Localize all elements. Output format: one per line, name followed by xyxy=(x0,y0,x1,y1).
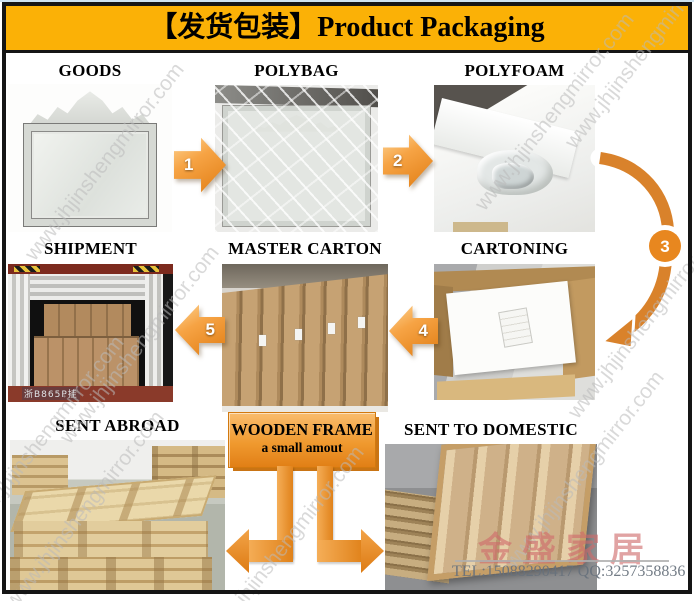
elbow-left-vertical xyxy=(277,466,293,558)
plastic-wrap-overlay xyxy=(215,85,378,232)
sent-domestic-photo xyxy=(385,444,597,590)
license-plate: 浙B865P挂 xyxy=(22,387,80,400)
step4-arrow-icon: 4 xyxy=(389,304,438,358)
elbow-left-horizontal xyxy=(247,540,293,562)
container-left-wall xyxy=(8,274,30,386)
step1-arrow-icon: 1 xyxy=(174,136,226,194)
wooden-frame-box: WOODEN FRAME a small amout xyxy=(228,412,376,468)
page-title: 【发货包装】Product Packaging xyxy=(149,12,545,43)
elbow-right-vertical xyxy=(317,466,333,558)
step2-number: 2 xyxy=(393,151,403,170)
carton-stack-front xyxy=(34,338,139,388)
step5-arrow-icon: 5 xyxy=(175,303,225,357)
master-carton-label: MASTER CARTON xyxy=(228,239,382,258)
contact-watermark: TEL:15088290417 QQ:3257358836 xyxy=(452,563,686,580)
mirror-glass xyxy=(34,133,146,217)
container-right-wall xyxy=(145,274,163,386)
hazard-stripe xyxy=(133,266,159,272)
container-top-frame xyxy=(8,264,173,274)
sent-abroad-photo xyxy=(10,440,225,592)
polybag-label: POLYBAG xyxy=(254,61,339,80)
arrow-shape xyxy=(383,134,433,188)
crate-front-face xyxy=(14,520,208,558)
brand-watermark: 金盛家居 xyxy=(478,530,654,570)
brand-underline xyxy=(455,560,669,562)
foam-wrap xyxy=(491,162,534,190)
crate-lower xyxy=(10,557,213,592)
step1-number: 1 xyxy=(184,155,194,174)
carton-sticker xyxy=(258,335,266,347)
polyfoam-photo xyxy=(434,85,595,232)
step3-number: 3 xyxy=(660,237,669,256)
carton-sticker xyxy=(358,317,366,329)
foam-panel xyxy=(446,280,577,375)
container-ceiling xyxy=(24,274,147,300)
elbow-right-arrowhead-icon xyxy=(361,529,384,573)
arrow-shape xyxy=(174,137,226,193)
goods-label: GOODS xyxy=(58,61,122,80)
step5-number: 5 xyxy=(205,320,215,339)
sent-domestic-label: SENT TO DOMESTIC xyxy=(404,420,578,439)
top-edge-line xyxy=(0,0,694,2)
truck-bed xyxy=(8,386,173,402)
polyfoam-label: POLYFOAM xyxy=(464,61,565,80)
cartoning-label: CARTONING xyxy=(460,239,569,258)
carton-stack-back xyxy=(44,304,131,344)
carton-edge xyxy=(453,221,509,232)
cartoning-photo xyxy=(434,264,595,400)
wooden-frame-subtitle: a small amout xyxy=(261,440,343,455)
shipment-label: SHIPMENT xyxy=(43,239,138,258)
master-carton-photo xyxy=(222,264,388,412)
carton-row xyxy=(222,274,388,407)
step4-number: 4 xyxy=(418,321,428,340)
arrow-shape xyxy=(175,304,225,356)
carton-flap-bottom xyxy=(437,374,576,400)
wooden-frame-title: WOODEN FRAME xyxy=(231,420,373,439)
step3-curve-arrow-icon: 3 xyxy=(590,148,686,350)
packing-sheet xyxy=(498,307,534,348)
mirror-crest xyxy=(27,91,153,127)
sent-abroad-label: SENT ABROAD xyxy=(55,416,180,435)
container-outside xyxy=(163,274,173,402)
step2-arrow-icon: 2 xyxy=(383,133,433,189)
mirror-frame xyxy=(24,123,156,227)
elbow-right-horizontal xyxy=(317,540,363,562)
carton-sticker xyxy=(295,329,303,341)
shipment-photo: 浙B865P挂 xyxy=(8,264,173,402)
goods-photo xyxy=(8,84,172,232)
elbow-left-arrowhead-icon xyxy=(226,529,249,573)
title-banner: 【发货包装】Product Packaging xyxy=(6,6,688,53)
polybag-photo xyxy=(215,85,378,232)
hazard-stripe xyxy=(14,266,40,272)
carton-sticker xyxy=(328,323,336,335)
arrow-shape xyxy=(389,305,438,357)
